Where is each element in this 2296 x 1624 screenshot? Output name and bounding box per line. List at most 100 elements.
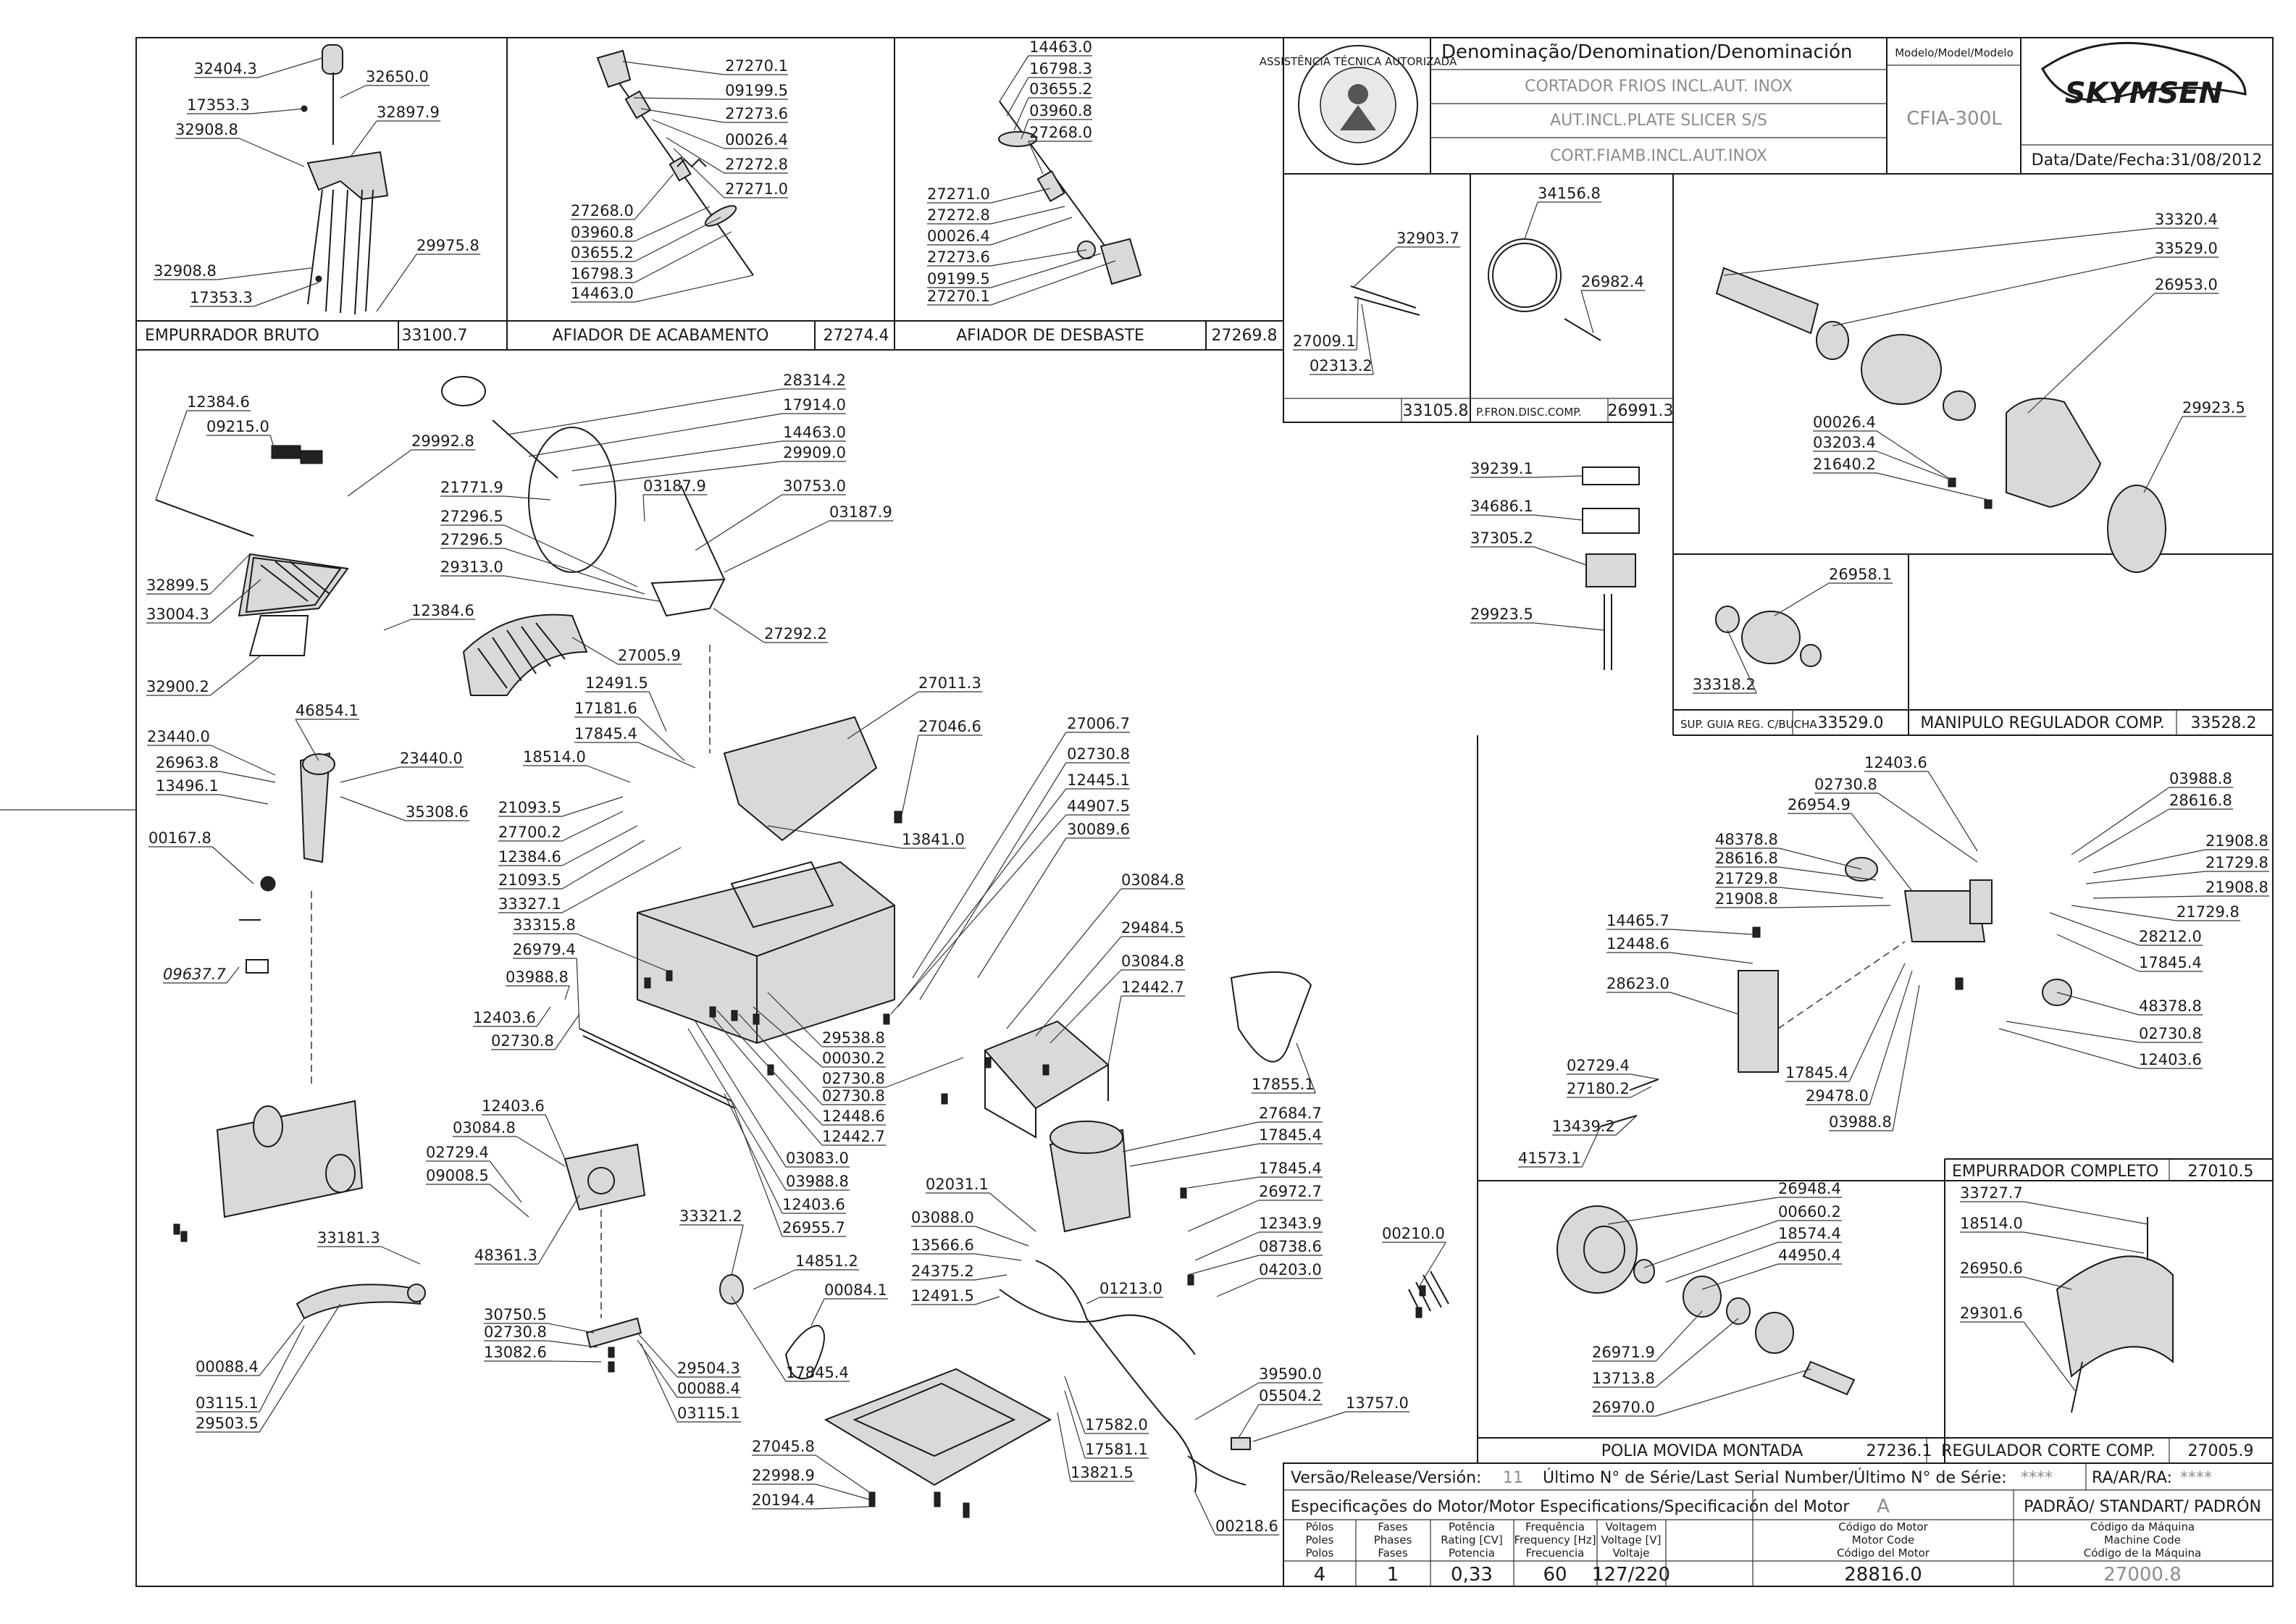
callout-mn02730e: 02730.8	[484, 1323, 598, 1348]
callout-p32908a: 32908.8	[175, 121, 305, 167]
callout-mn02730c: 02730.8	[822, 1057, 964, 1088]
part-number-label: 26950.6	[1960, 1260, 2023, 1277]
part-number-label: 26972.7	[1259, 1183, 1322, 1200]
part-number-label: 03655.2	[571, 244, 634, 261]
callout-ec03988b: 03988.8	[1829, 984, 1920, 1131]
part-number-label: 03187.9	[829, 503, 892, 521]
svg-text:Frecuencia: Frecuencia	[1526, 1546, 1585, 1560]
callout-mn00218: 00218.6	[1194, 1491, 1280, 1536]
leader-line	[1122, 1121, 1260, 1152]
part-number-label: 27296.5	[440, 531, 503, 548]
part-number-label: 22998.9	[752, 1467, 815, 1484]
callout-mn12445: 12445.1	[897, 771, 1130, 1008]
callout-mn03187b: 03187.9	[724, 503, 894, 573]
part-number-label: 17353.3	[187, 96, 250, 114]
leader-line	[1779, 887, 1884, 899]
callout-mn17855: 17855.1	[1252, 1042, 1316, 1094]
callout-mn03115b: 03115.1	[196, 1325, 305, 1412]
leader-line	[571, 440, 782, 472]
leader-line	[1665, 1242, 1779, 1283]
leader-line	[731, 1296, 787, 1382]
part-number-label: 26958.1	[1829, 566, 1892, 583]
part-number-label: 13439.2	[1552, 1118, 1615, 1135]
part-number-label: 00026.4	[1813, 414, 1876, 431]
callout-ec21729a: 21729.8	[1715, 870, 1884, 899]
callout-mn29538: 29538.8	[767, 992, 887, 1047]
part-number-label: 09008.5	[426, 1167, 489, 1184]
leader-line	[1187, 1176, 1260, 1189]
part-number-label: 12403.6	[473, 1009, 536, 1026]
model-code: CFIA-300L	[1906, 108, 2002, 130]
leader-line	[633, 97, 724, 100]
part-number-label: 02730.8	[822, 1087, 885, 1105]
callout-ec21908b: 21908.8	[1715, 890, 1891, 908]
part-drawings	[155, 44, 2174, 1518]
leader-line	[1216, 1278, 1260, 1297]
leader-line	[209, 655, 261, 696]
part-number-label: 02313.2	[1310, 357, 1373, 374]
part-number-label: 05504.2	[1259, 1387, 1322, 1405]
svg-text:Machine Code: Machine Code	[2104, 1533, 2181, 1546]
seal-text: ASSISTÊNCIA TÉCNICA AUTORIZADA	[1260, 54, 1457, 68]
callout-pd26982: 26982.4	[1580, 273, 1646, 334]
part-number-label: 27270.1	[927, 288, 990, 305]
part-number-label: 32908.8	[175, 121, 238, 138]
leader-line	[219, 794, 269, 805]
afiador-acabamento-drawing	[596, 49, 754, 276]
leader-line	[816, 1506, 870, 1510]
part-number-label: 33321.2	[679, 1207, 742, 1225]
leader-line	[1187, 1255, 1260, 1276]
leader-line	[1194, 1231, 1260, 1261]
part-number-label: 44950.4	[1778, 1247, 1841, 1264]
leader-line	[991, 206, 1065, 225]
part-number-label: 46854.1	[296, 702, 359, 719]
serial-label: Último N° de Série/Last Serial Number/Úl…	[1543, 1468, 2007, 1487]
callout-lb34686: 34686.1	[1470, 498, 1583, 521]
part-number-label: 12384.6	[187, 393, 250, 411]
leader-line	[1064, 1390, 1086, 1459]
part-number-label: 02730.8	[822, 1070, 885, 1087]
part-number-label: 32903.7	[1396, 230, 1459, 247]
leader-line	[815, 1455, 870, 1493]
leader-line	[847, 691, 919, 740]
leader-line	[561, 847, 682, 913]
leader-line	[561, 811, 624, 842]
part-number-label: 21908.8	[2205, 832, 2268, 850]
callout-mn00088b: 00088.4	[196, 1318, 305, 1376]
leader-line	[1655, 1318, 1739, 1388]
part-number-label: 32650.0	[366, 68, 429, 85]
leader-line	[1670, 929, 1754, 935]
leader-line	[716, 1010, 823, 1126]
leader-line	[155, 410, 188, 501]
callout-mn03988b: 03988.8	[687, 1028, 850, 1191]
part-number-label: 00030.2	[822, 1050, 885, 1067]
part-number-label: 21908.8	[2205, 879, 2268, 896]
callout-mn27011: 27011.3	[847, 674, 983, 740]
part-number-label: 12384.6	[498, 848, 561, 866]
leader-line	[571, 637, 619, 665]
callout-mn21771: 21771.9	[440, 479, 551, 501]
leader-line	[1035, 936, 1122, 1037]
part-number-label: 27700.2	[498, 824, 561, 841]
version-label: Versão/Release/Versión:	[1291, 1469, 1481, 1487]
standard-label: PADRÃO/ STANDART/ PADRÓN	[2024, 1497, 2261, 1516]
callout-ec28616b: 28616.8	[1715, 850, 1877, 881]
part-number-label: 29992.8	[411, 432, 474, 450]
part-number-label: 17845.4	[786, 1364, 849, 1381]
part-number-label: 29478.0	[1806, 1087, 1869, 1105]
leader-line	[1534, 622, 1605, 631]
part-number-label: 28616.8	[1715, 850, 1778, 867]
part-number-label: 26970.0	[1592, 1399, 1655, 1416]
callout-sg33318: 33318.2	[1693, 629, 1757, 694]
kit-33105-drawing	[1350, 285, 1420, 316]
part-number-label: 27005.9	[618, 647, 681, 664]
leader-line	[1892, 984, 1920, 1131]
part-number-label: 33727.7	[1960, 1184, 2023, 1202]
callout-mn09637: 09637.7	[163, 966, 240, 984]
callout-mn48361: 48361.3	[474, 1194, 580, 1265]
manipulo-drawing	[1715, 267, 2166, 573]
leader-line	[634, 206, 711, 242]
leader-line	[1049, 969, 1122, 1044]
callout-aa03960: 03960.8	[571, 206, 711, 242]
svg-text:Polos: Polos	[1306, 1546, 1334, 1560]
